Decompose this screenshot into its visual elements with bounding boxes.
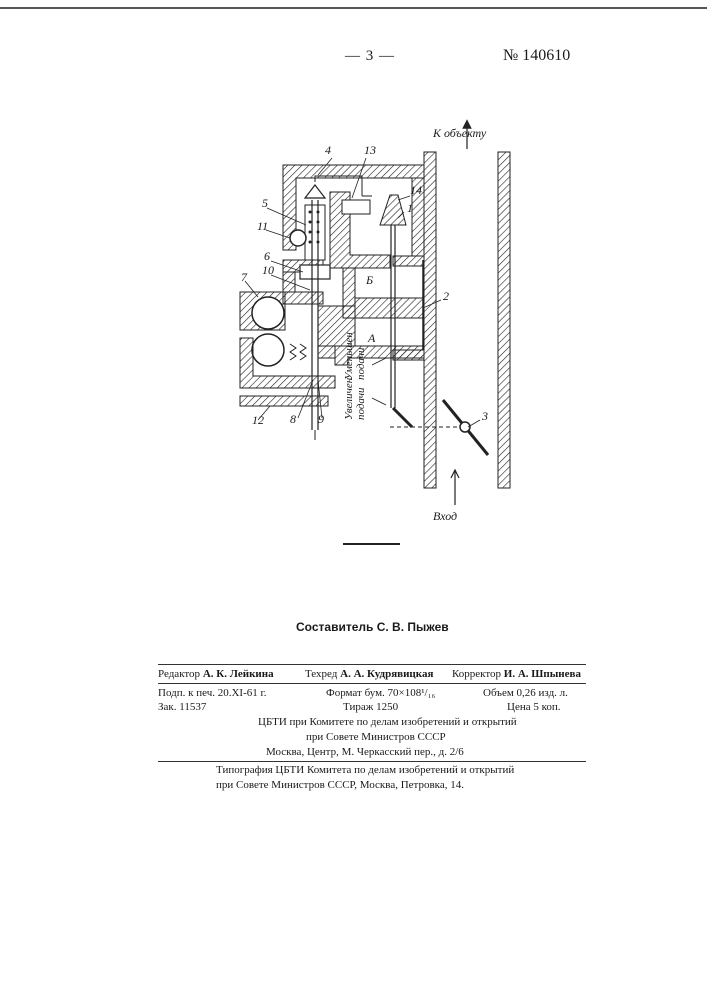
- imprint-mid-rule: [158, 683, 586, 684]
- volume: Объем 0,26 изд. л.: [483, 687, 568, 699]
- label-increase-1: Увеличен: [343, 377, 355, 420]
- imprint-bottom-rule: [158, 761, 586, 762]
- separator-rule: [343, 543, 400, 545]
- order-number: Зак. 11537: [158, 701, 206, 713]
- paper-format: Формат бум. 70×108¹/₁₆: [326, 687, 435, 699]
- label-14: 14: [410, 183, 422, 197]
- label-increase-2: подачи: [355, 387, 367, 420]
- label-10: 10: [262, 263, 274, 277]
- editor-name: А. К. Лейкина: [203, 668, 274, 680]
- label-inlet: Вход: [433, 509, 457, 523]
- label-decrease-2: подачи: [355, 347, 367, 380]
- corrector-line: Корректор И. А. Шпынева: [452, 668, 581, 680]
- label-1: 1: [407, 201, 413, 215]
- damper-3: [390, 400, 488, 455]
- label-2: 2: [443, 289, 449, 303]
- label-decrease-1: Уменьшен: [343, 332, 355, 380]
- label-12: 12: [252, 413, 264, 427]
- label-11: 11: [257, 219, 268, 233]
- pipe: [424, 124, 510, 505]
- label-chamber-a: А: [367, 331, 376, 345]
- corrector-name: И. А. Шпынева: [504, 668, 581, 680]
- signed-date: Подп. к печ. 20.XI-61 г.: [158, 687, 267, 699]
- print-run: Тираж 1250: [343, 701, 398, 713]
- compiler-line: Составитель С. В. Пыжев: [296, 620, 449, 634]
- label-8: 8: [290, 412, 296, 426]
- techred-name: А. А. Кудрявицкая: [340, 668, 433, 680]
- corrector-label: Корректор: [452, 668, 501, 680]
- technical-drawing: 1 2 3 4 5 6 7 8 9 10 11 12 13 14 А Б К о…: [0, 0, 707, 560]
- label-7: 7: [241, 270, 248, 284]
- label-9: 9: [318, 412, 324, 426]
- label-4: 4: [325, 143, 331, 157]
- label-to-object: К объекту: [432, 126, 487, 140]
- org-line-1: ЦБТИ при Комитете по делам изобретений и…: [258, 716, 517, 728]
- label-chamber-b: Б: [365, 273, 373, 287]
- label-6: 6: [264, 249, 270, 263]
- org-line-2: при Совете Министров СССР: [306, 731, 446, 743]
- label-5: 5: [262, 196, 268, 210]
- techred-label: Техред: [305, 668, 337, 680]
- editor-line: Редактор А. К. Лейкина: [158, 668, 274, 680]
- label-3: 3: [481, 409, 488, 423]
- printer-line-1: Типография ЦБТИ Комитета по делам изобре…: [216, 764, 514, 776]
- label-13: 13: [364, 143, 376, 157]
- techred-line: Техред А. А. Кудрявицкая: [305, 668, 433, 680]
- price: Цена 5 коп.: [507, 701, 561, 713]
- imprint-top-rule: [158, 664, 586, 665]
- editor-label: Редактор: [158, 668, 200, 680]
- printer-line-2: при Совете Министров СССР, Москва, Петро…: [216, 779, 464, 791]
- org-line-3: Москва, Центр, М. Черкасский пер., д. 2/…: [266, 746, 464, 758]
